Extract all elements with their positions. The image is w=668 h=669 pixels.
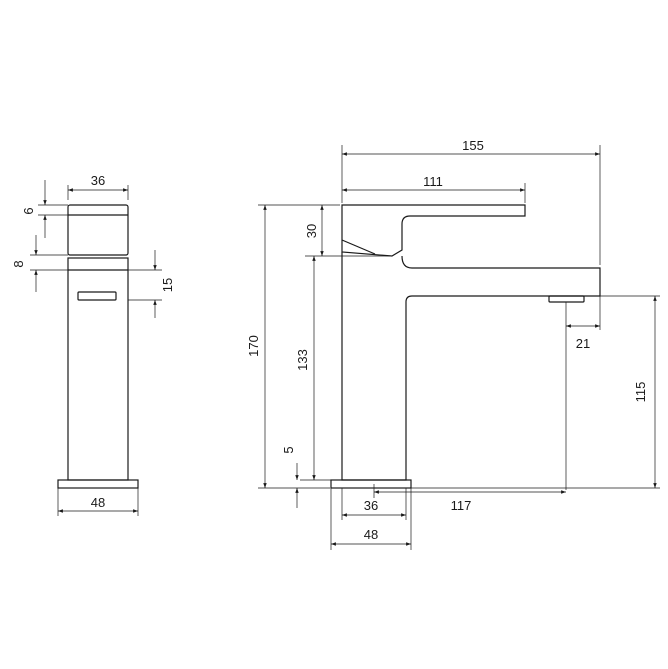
side-dim-handle-width: 36 <box>67 173 129 200</box>
front-lever <box>341 204 526 257</box>
front-body-spout <box>341 252 601 481</box>
front-dim-lever-length-label: 111 <box>423 174 443 189</box>
side-dim-spout-height-label: 15 <box>160 278 175 292</box>
front-dim-spout-overhang: 21 <box>565 270 601 490</box>
front-dim-base-thickness-label: 5 <box>281 446 296 453</box>
front-dim-spout-clearance: 115 <box>411 295 660 489</box>
side-dim-spout-height: 15 <box>128 250 175 318</box>
side-dim-base-width-label: 48 <box>91 495 105 510</box>
front-aerator <box>548 295 585 303</box>
front-dim-base-thickness: 5 <box>281 446 299 508</box>
front-lever-joint <box>341 239 376 255</box>
side-base-plate <box>57 479 139 489</box>
side-handle-block <box>67 204 129 256</box>
front-dim-lever-height-label: 30 <box>304 224 319 238</box>
front-dim-overall-height: 170 <box>246 205 330 489</box>
side-body <box>67 257 129 481</box>
front-dim-lever-height: 30 <box>258 204 390 257</box>
front-dim-overall-height-label: 170 <box>246 335 261 357</box>
front-base-plate <box>330 479 412 489</box>
front-dim-body-height-label: 133 <box>295 349 310 371</box>
side-view: 36 6 8 15 <box>11 173 175 516</box>
front-dim-overall-width: 155 <box>341 138 601 265</box>
side-spout-tip <box>77 291 117 301</box>
front-view: 155 111 30 170 133 <box>246 138 660 550</box>
side-dim-handle-top-label: 6 <box>21 207 36 214</box>
front-dim-body-width-label: 36 <box>364 498 378 513</box>
side-dim-base-width: 48 <box>57 488 139 516</box>
front-dim-spout-overhang-label: 21 <box>576 336 590 351</box>
front-dim-body-height: 133 <box>295 255 331 481</box>
front-dim-base-width: 48 <box>330 488 412 550</box>
front-dim-lever-length: 111 <box>342 174 526 203</box>
front-dim-spout-clearance-label: 115 <box>633 382 648 403</box>
front-dim-overall-width-label: 155 <box>462 138 484 153</box>
front-dim-reach-label: 117 <box>451 498 472 513</box>
side-dim-gap: 8 <box>11 235 68 292</box>
side-dim-handle-width-label: 36 <box>91 173 105 188</box>
front-dim-base-width-label: 48 <box>364 527 378 542</box>
side-dim-gap-label: 8 <box>11 260 26 267</box>
front-dim-body-width: 36 <box>341 488 407 520</box>
side-dim-handle-top: 6 <box>21 180 68 238</box>
